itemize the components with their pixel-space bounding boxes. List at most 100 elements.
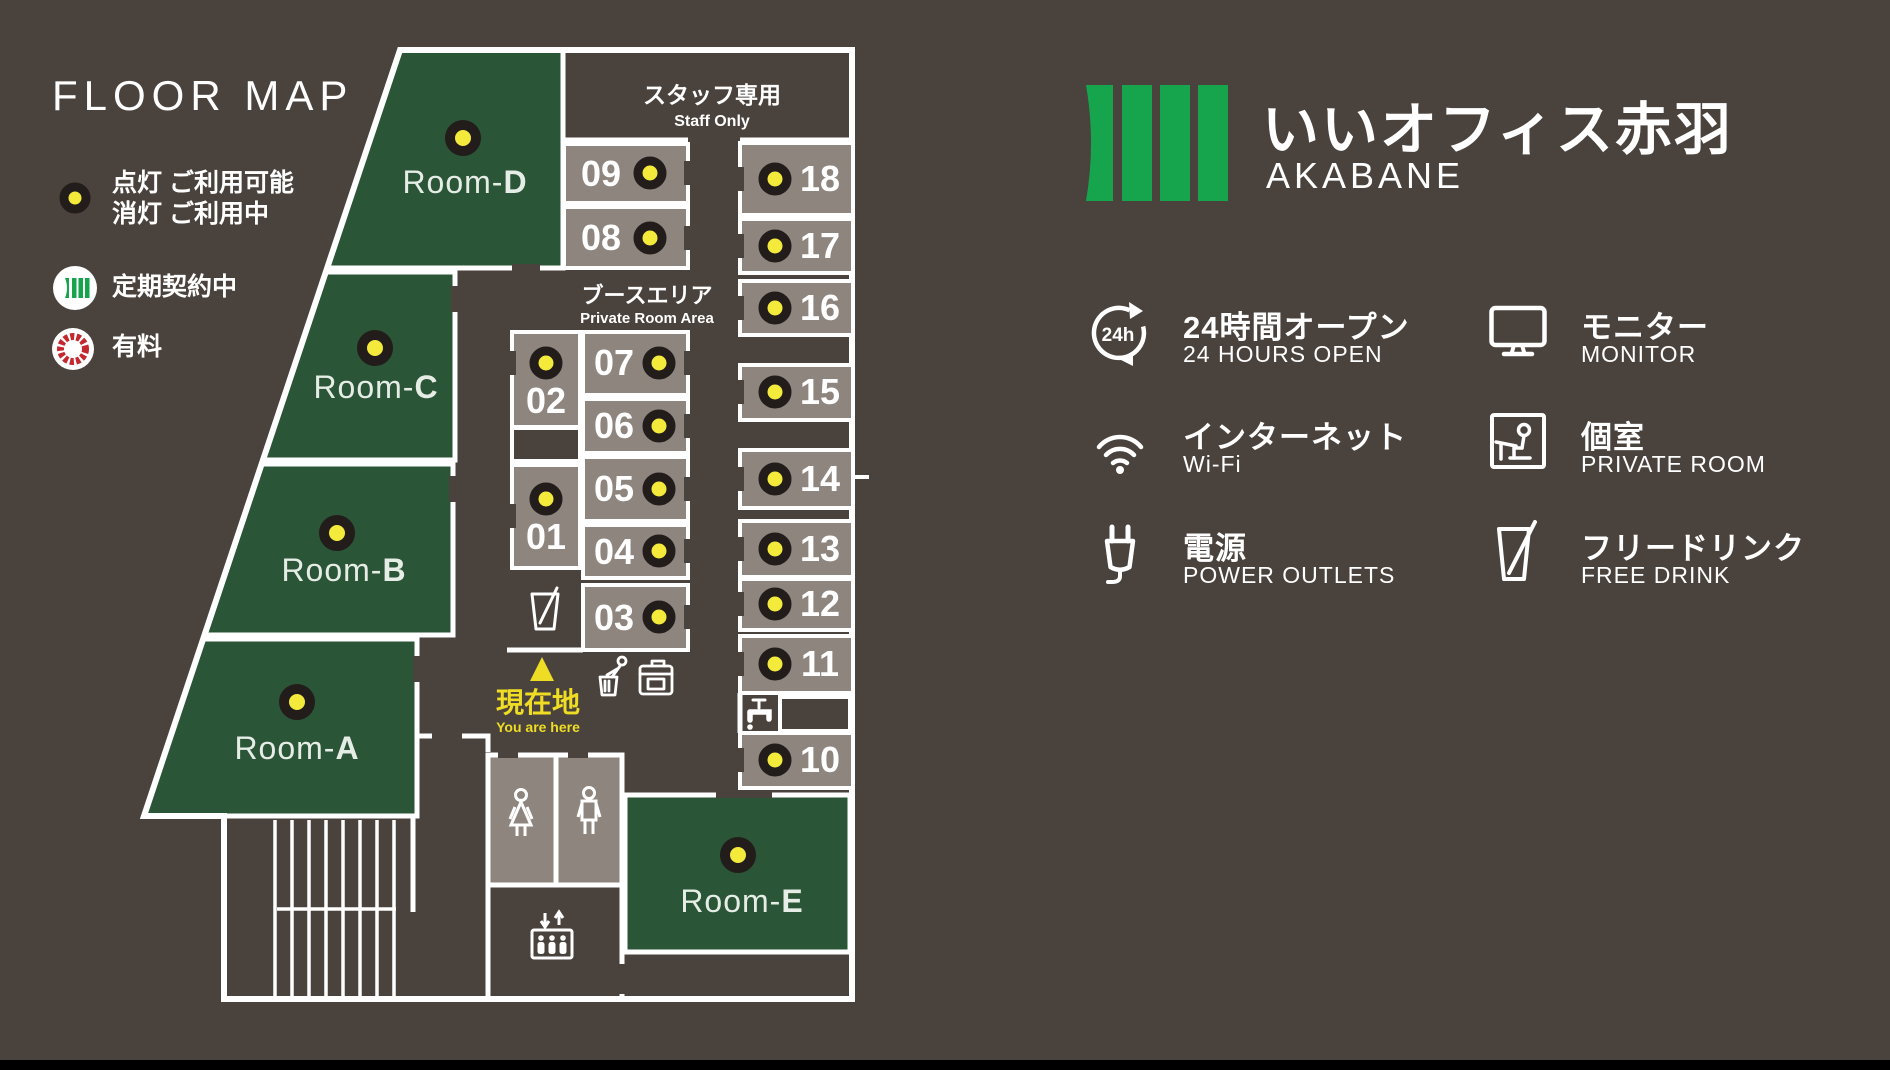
- booth-label: 11: [801, 643, 839, 684]
- elevator-icon: [530, 909, 574, 960]
- locker-icon: [638, 659, 674, 696]
- booth-label: 12: [800, 583, 840, 624]
- booth-11: 11: [738, 634, 855, 695]
- sink-area: [747, 695, 852, 733]
- staff-area-label-en: Staff Only: [674, 113, 750, 130]
- room-c-label: Room-C: [313, 369, 438, 405]
- male-restroom-icon: [576, 786, 602, 834]
- room-e-shape: [622, 792, 853, 955]
- faucet-icon: [747, 698, 772, 730]
- status-dot: [758, 162, 792, 196]
- booth-09: 09: [562, 142, 690, 205]
- status-dot-icon: [59, 182, 91, 214]
- status-dot: [758, 375, 792, 409]
- amenity-power-jp: 電源: [1183, 531, 1247, 566]
- status-dot: [357, 330, 393, 366]
- elevator: [485, 882, 625, 1002]
- booth-label: 02: [526, 380, 566, 421]
- booth-02: 02: [510, 330, 582, 429]
- contract-badge-icon: [53, 266, 97, 310]
- booth-label: 09: [581, 153, 621, 194]
- amenity-power-en: POWER OUTLETS: [1183, 562, 1396, 588]
- drink-cup-icon: [530, 586, 560, 631]
- booth-03: 03: [581, 583, 690, 652]
- amenity-internet-en: Wi-Fi: [1183, 451, 1242, 477]
- legend-contract-label: 定期契約中: [112, 273, 238, 301]
- bottom-bar: [0, 1060, 1890, 1070]
- booth-label: 18: [800, 158, 840, 199]
- status-dot: [758, 229, 792, 263]
- status-dot: [758, 647, 792, 681]
- location-triangle-icon: [530, 657, 554, 681]
- booth-area-label-jp: ブースエリア: [582, 283, 713, 308]
- you-are-here-jp: 現在地: [496, 687, 580, 718]
- room-a-label: Room-A: [234, 730, 359, 766]
- booth-label: 10: [800, 739, 840, 780]
- amenity-monitor-en: MONITOR: [1581, 341, 1697, 367]
- monitor-icon: [1489, 305, 1547, 357]
- charged-badge-icon: [52, 328, 94, 370]
- booth-label: 04: [594, 531, 634, 572]
- room-markers: Room-D Room-C Room-B Room-A Room-E: [234, 120, 803, 919]
- status-dot: [642, 600, 676, 634]
- status-dot: [633, 221, 667, 255]
- trash-icon: [598, 655, 628, 697]
- booth-17: 17: [738, 217, 855, 275]
- building-outline: [139, 47, 855, 1002]
- booth-label: 15: [800, 371, 840, 412]
- brand-name-jp: いいオフィス赤羽: [1262, 98, 1733, 162]
- status-dot: [758, 291, 792, 325]
- booth-04: 04: [581, 523, 690, 580]
- amenity-open24-en: 24 HOURS OPEN: [1183, 341, 1383, 367]
- amenity-private-room-jp: 個室: [1581, 420, 1645, 455]
- legend-charged-label: 有料: [112, 333, 163, 361]
- room-b-label: Room-B: [281, 552, 406, 588]
- booth-label: 13: [800, 528, 840, 569]
- female-restroom-icon: [508, 788, 534, 836]
- legend-status-line2: 消灯 ご利用中: [112, 200, 269, 228]
- booth-05: 05: [581, 455, 690, 523]
- room-d-label: Room-D: [402, 164, 527, 200]
- stairs: [273, 820, 396, 996]
- status-dot: [529, 346, 563, 380]
- status-dot: [642, 534, 676, 568]
- booth-12: 12: [738, 577, 855, 632]
- amenity-monitor-jp: モニター: [1581, 310, 1709, 345]
- you-are-here-marker: 現在地 You are here: [496, 657, 580, 735]
- power-plug-icon: [1104, 524, 1136, 584]
- private-room-icon: [1490, 413, 1546, 469]
- status-dot: [642, 472, 676, 506]
- 24h-icon-label: 24h: [1102, 325, 1135, 346]
- amenity-open24-jp: 24時間オープン: [1183, 310, 1410, 345]
- status-dot: [642, 409, 676, 443]
- 24h-clock-icon: 24h: [1091, 302, 1147, 366]
- status-dot: [319, 515, 355, 551]
- booth-10: 10: [738, 731, 855, 790]
- status-dot: [758, 587, 792, 621]
- booth-14: 14: [738, 448, 855, 510]
- booth-area-label-en: Private Room Area: [580, 310, 714, 327]
- page-title: FLOOR MAP: [52, 72, 354, 119]
- floor-map: 02 01 09 08 07: [139, 47, 869, 1002]
- brand-name-en: AKABANE: [1266, 155, 1465, 196]
- booth-label: 06: [594, 405, 634, 446]
- status-dot: [279, 684, 315, 720]
- amenity-free-drink-en: FREE DRINK: [1581, 562, 1731, 588]
- status-dot: [529, 482, 563, 516]
- booth-label: 05: [594, 468, 634, 509]
- room-b-shape: [201, 461, 456, 638]
- booth-13: 13: [738, 519, 855, 579]
- booth-label: 16: [800, 287, 840, 328]
- status-dot: [758, 743, 792, 777]
- room-e-label: Room-E: [680, 883, 803, 919]
- booth-18: 18: [738, 141, 855, 217]
- booth-label: 07: [594, 342, 634, 383]
- staff-area-label-jp: スタッフ専用: [643, 82, 781, 108]
- booth-label: 08: [581, 217, 621, 258]
- status-dot: [758, 532, 792, 566]
- closet-block: [510, 426, 582, 463]
- door-openings: [413, 161, 772, 994]
- booth-label: 03: [594, 597, 634, 638]
- status-dot: [445, 120, 481, 156]
